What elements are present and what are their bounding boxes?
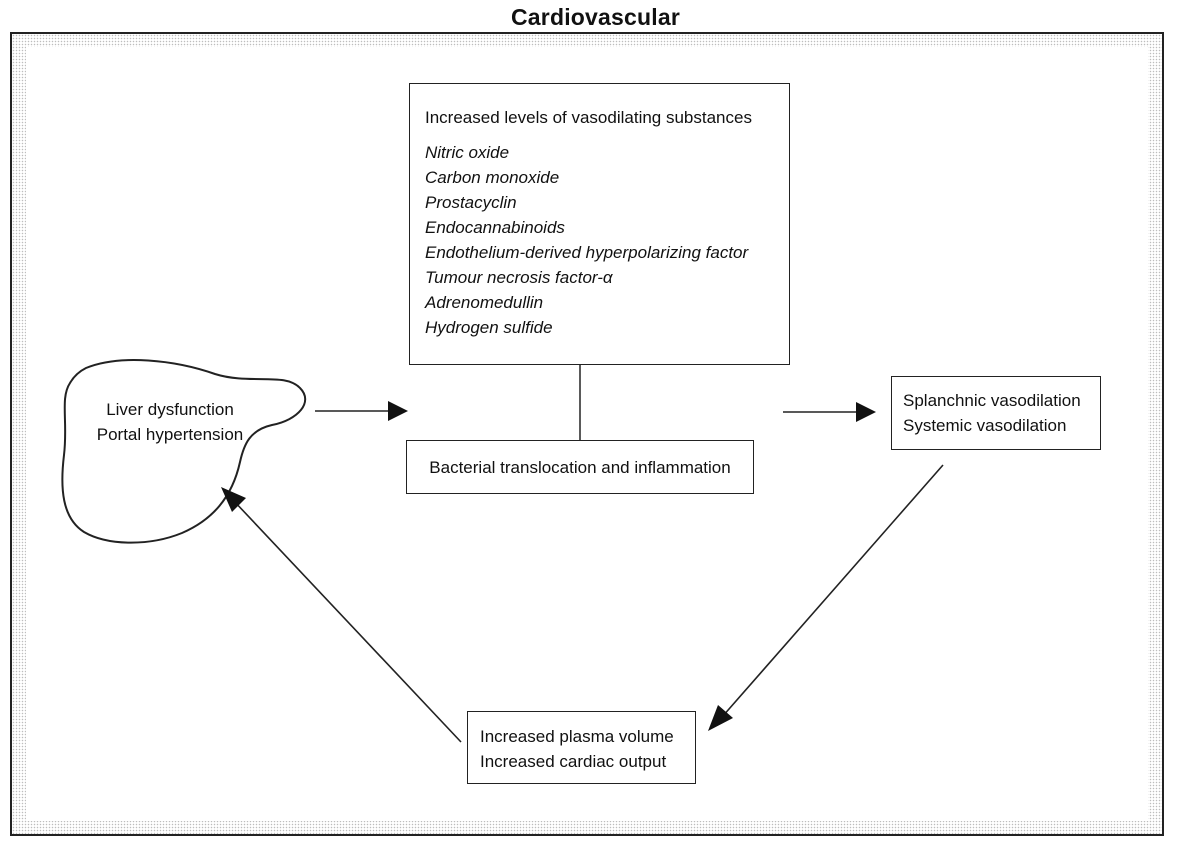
substance-item: Prostacyclin bbox=[425, 193, 517, 212]
substance-item: Adrenomedullin bbox=[425, 293, 544, 312]
substance-item: Nitric oxide bbox=[425, 143, 510, 162]
splanchnic-vasodilation-text: Splanchnic vasodilation bbox=[903, 391, 1081, 410]
cardiac-output-text: Increased cardiac output bbox=[480, 752, 667, 771]
arrow-liver-to-substances bbox=[315, 401, 408, 421]
bacterial-translocation-text: Bacterial translocation and inflammation bbox=[429, 458, 731, 477]
plasma-volume-text: Increased plasma volume bbox=[480, 727, 674, 746]
vasodilating-substances-box: Increased levels of vasodilating substan… bbox=[409, 83, 790, 365]
diagram-title: Cardiovascular bbox=[511, 4, 680, 30]
portal-hypertension-text: Portal hypertension bbox=[96, 425, 244, 444]
substance-item: Endothelium-derived hyperpolarizing fact… bbox=[425, 243, 749, 262]
plasma-volume-box: Increased plasma volume Increased cardia… bbox=[467, 711, 696, 784]
vasodilation-box: Splanchnic vasodilation Systemic vasodil… bbox=[891, 376, 1101, 450]
bacterial-translocation-box: Bacterial translocation and inflammation bbox=[406, 440, 754, 494]
liver-label: Liver dysfunction Portal hypertension bbox=[75, 397, 265, 447]
liver-shape bbox=[61, 359, 307, 544]
substance-item: Carbon monoxide bbox=[425, 168, 560, 187]
substance-item: Tumour necrosis factor-α bbox=[425, 268, 613, 287]
substance-item: Endocannabinoids bbox=[425, 218, 565, 237]
substance-item: Hydrogen sulfide bbox=[425, 318, 553, 337]
substances-heading: Increased levels of vasodilating substan… bbox=[425, 108, 752, 127]
arrow-vasodilation-to-plasma bbox=[708, 464, 944, 731]
arrow-plasma-to-liver bbox=[221, 487, 462, 743]
systemic-vasodilation-text: Systemic vasodilation bbox=[903, 416, 1067, 435]
arrow-substances-to-vasodilation bbox=[783, 402, 876, 422]
liver-dysfunction-text: Liver dysfunction bbox=[106, 400, 234, 419]
